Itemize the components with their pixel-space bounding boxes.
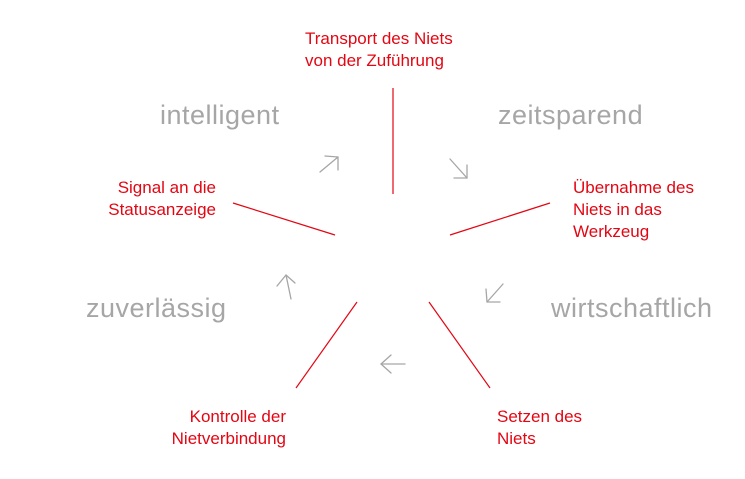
arrow-icon — [380, 354, 406, 374]
step-uebernahme-line2: Niets in das — [573, 200, 662, 219]
step-setzen: Setzen des Niets — [497, 406, 582, 450]
step-kontrolle-line2: Nietverbindung — [171, 429, 286, 448]
attribute-intelligent: intelligent — [160, 100, 280, 130]
step-kontrolle-line1: Kontrolle der — [189, 407, 286, 426]
step-setzen-line2: Niets — [497, 429, 536, 448]
step-transport-line1: Transport des Niets — [305, 29, 453, 48]
spoke-uebernahme — [449, 202, 551, 236]
arrow-icon — [276, 274, 296, 300]
step-signal: Signal an die Statusanzeige — [76, 177, 216, 221]
arrow-icon — [319, 155, 339, 173]
arrow-icon — [485, 283, 504, 303]
spoke-setzen — [428, 301, 491, 389]
step-setzen-line1: Setzen des — [497, 407, 583, 426]
step-signal-line1: Signal an die — [117, 178, 216, 197]
step-signal-line2: Statusanzeige — [108, 200, 216, 219]
step-uebernahme: Übernahme des Niets in das Werkzeug — [573, 177, 694, 243]
attribute-zuverlaessig: zuverlässig — [86, 293, 227, 323]
step-kontrolle: Kontrolle der Nietverbindung — [136, 406, 286, 450]
spoke-signal — [232, 202, 336, 236]
attribute-zeitsparend: zeitsparend — [498, 100, 644, 130]
arrow-icon — [449, 158, 468, 179]
spoke-kontrolle — [295, 301, 358, 389]
attribute-wirtschaftlich: wirtschaftlich — [551, 293, 713, 323]
step-transport: Transport des Niets von der Zuführung — [305, 28, 453, 72]
step-uebernahme-line3: Werkzeug — [573, 222, 650, 241]
step-uebernahme-line1: Übernahme des — [573, 178, 694, 197]
step-transport-line2: von der Zuführung — [305, 51, 444, 70]
